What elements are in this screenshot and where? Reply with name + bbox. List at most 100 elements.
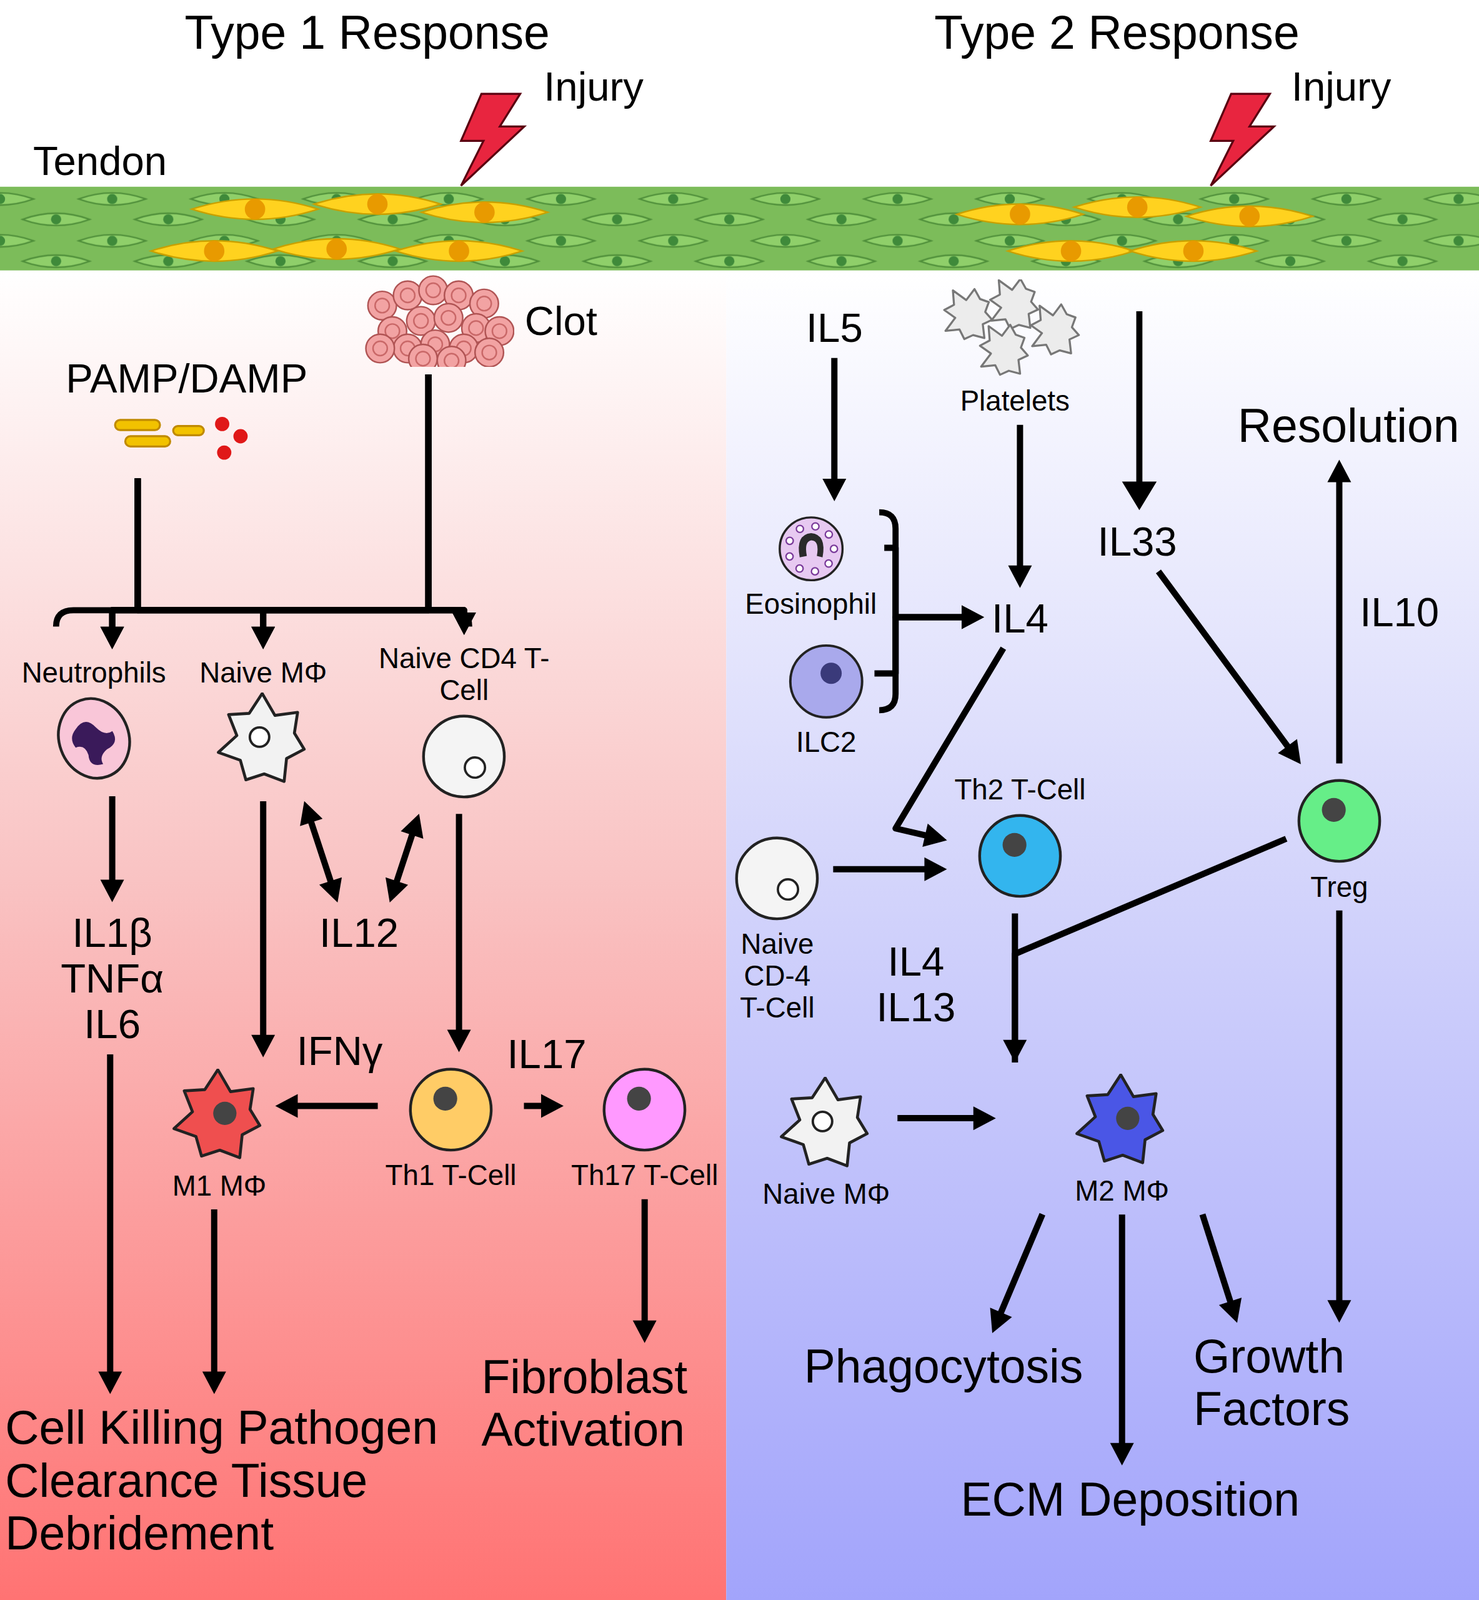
connector-line <box>112 374 429 633</box>
art-shape <box>1127 196 1148 218</box>
cell-illustration <box>109 405 264 467</box>
edge-label: IL17 <box>506 1030 587 1077</box>
arrow-head <box>100 626 125 650</box>
cell-label: Neutrophils <box>21 656 167 689</box>
connector <box>251 374 429 650</box>
cell-illustration <box>974 809 1066 902</box>
cell-icon <box>933 279 1097 382</box>
art-shape <box>367 193 389 215</box>
text-node: Phagocytosis <box>800 1335 1088 1396</box>
panel-label: Type 1 Response <box>184 6 550 59</box>
connector <box>447 813 472 1052</box>
art-shape <box>151 240 278 262</box>
cell-label: Th2 T-Cell <box>954 773 1086 806</box>
art-shape <box>244 198 266 220</box>
text-node: IL5 <box>802 301 867 355</box>
cell-node: Th17 T-Cell <box>567 1055 722 1196</box>
text-node: Growth Factors <box>1189 1325 1381 1439</box>
cell-node: Treg <box>1289 767 1390 907</box>
art-shape <box>326 238 347 260</box>
connector-line <box>291 1102 379 1110</box>
connector-line <box>895 647 1004 837</box>
arrow-head <box>447 1029 472 1053</box>
connector-line <box>1335 475 1343 764</box>
art-shape <box>395 240 522 262</box>
cell-icon <box>109 405 264 467</box>
connector-line <box>456 813 463 1036</box>
connector <box>632 1199 657 1343</box>
arrow-head <box>452 612 477 635</box>
cell-node: Th2 T-Cell <box>950 769 1090 910</box>
cell-icon <box>598 1063 691 1156</box>
cell-label: PAMP/DAMP <box>65 355 308 402</box>
arrow-head <box>961 605 985 630</box>
panel-label: Tendon <box>33 138 167 184</box>
arrow-head <box>1327 459 1351 482</box>
arrow-head <box>251 626 275 650</box>
cell-label: Naive MΦ <box>762 1177 890 1210</box>
connector-line <box>1202 1214 1233 1308</box>
cell-node: Platelets <box>929 271 1101 421</box>
cell-icon <box>418 710 510 803</box>
connector <box>275 1094 379 1118</box>
text-node: Cell Killing Pathogen Clearance Tissue D… <box>1 1397 509 1563</box>
cell-icon <box>48 692 140 785</box>
arrow-head <box>275 1094 299 1118</box>
connector <box>1327 459 1351 763</box>
cell-node: Neutrophils <box>18 652 170 793</box>
cell-node: PAMP/DAMP <box>61 351 312 475</box>
text-node: IL33 <box>1094 514 1181 568</box>
tendon-band <box>0 186 1479 271</box>
type1-panel <box>0 270 727 1600</box>
connector-line <box>832 866 932 873</box>
arrow-head <box>822 478 847 502</box>
arrow-head <box>632 1320 657 1343</box>
cell-node: Naive MΦ <box>195 652 331 798</box>
cell-node: Naive CD-4 T-Cell <box>724 824 830 1028</box>
connector <box>832 857 947 882</box>
cell-label: M1 MΦ <box>172 1169 267 1202</box>
connector <box>100 478 139 649</box>
node-text: IL5 <box>806 304 863 351</box>
arrow-head <box>973 1105 996 1130</box>
art-shape <box>0 186 1479 271</box>
connector <box>1158 571 1301 764</box>
art-shape <box>474 201 495 223</box>
cell-label: Platelets <box>960 384 1070 417</box>
art-shape <box>1007 240 1135 262</box>
connector <box>428 374 477 635</box>
cell-label: ILC2 <box>796 726 857 758</box>
cell-node: Naive CD4 T-Cell <box>373 638 555 810</box>
cell-illustration <box>933 279 1097 382</box>
text-node: IL4 <box>987 591 1053 645</box>
cell-icon <box>731 832 823 925</box>
panel-label: Injury <box>543 63 644 110</box>
cell-node: M2 MΦ <box>999 1065 1245 1211</box>
cell-icon <box>170 1068 268 1166</box>
cell-illustration <box>1293 774 1386 867</box>
node-text: Growth Factors <box>1193 1329 1378 1435</box>
arrow-head <box>319 877 342 903</box>
arrow-head <box>924 857 947 882</box>
cell-illustration <box>361 274 515 367</box>
arrow-head <box>922 823 947 847</box>
arrow-head <box>100 879 125 903</box>
node-text: Phagocytosis <box>804 1339 1084 1393</box>
type2-panel <box>726 270 1479 1600</box>
cell-icon <box>777 1076 875 1174</box>
cell-icon <box>1073 1073 1171 1171</box>
cell-label: Clot <box>524 298 598 344</box>
arrow-head <box>1122 481 1158 511</box>
art-shape <box>0 186 1479 271</box>
lightning-bolt <box>461 93 525 186</box>
connector-line <box>1119 1214 1126 1450</box>
art-shape <box>273 238 400 260</box>
art-shape <box>448 240 470 262</box>
connector-line <box>428 374 465 620</box>
injured-cells <box>956 196 1313 262</box>
lightning-bolt <box>1210 93 1275 186</box>
connector <box>100 796 125 903</box>
connector-line <box>831 358 838 486</box>
connector-line <box>309 816 334 888</box>
